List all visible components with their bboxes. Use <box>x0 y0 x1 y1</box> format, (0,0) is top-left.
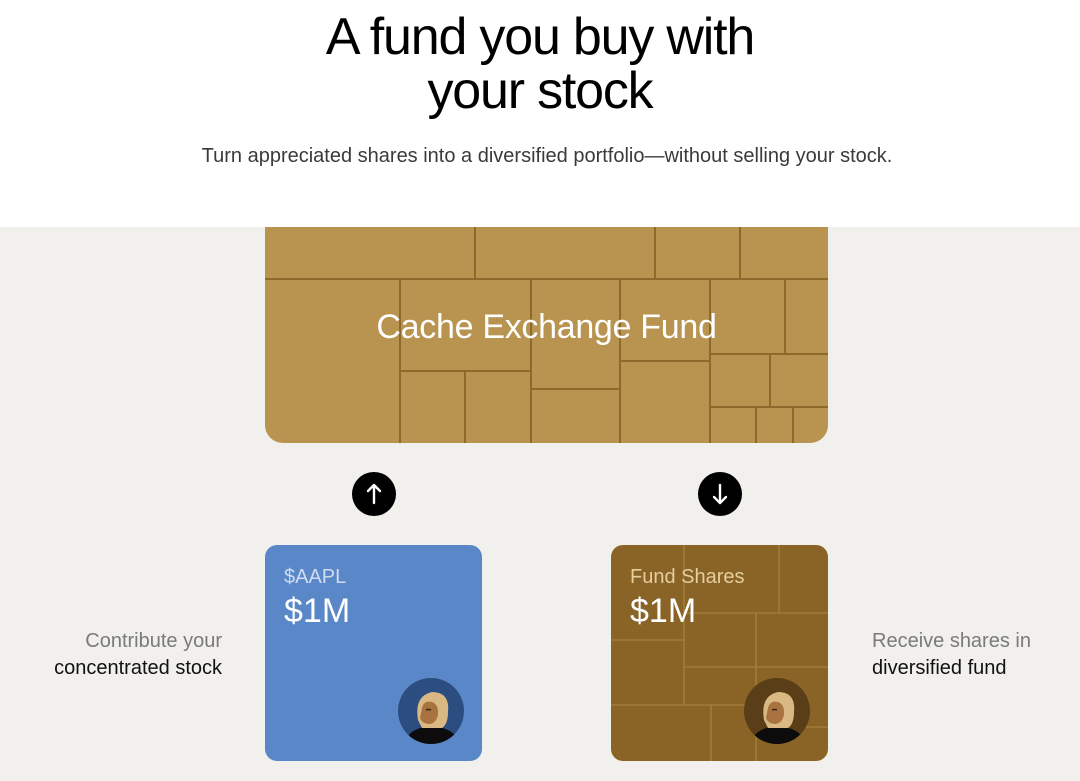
contribute-caption-line-1: Contribute your <box>85 630 222 652</box>
contribute-caption-line-2: concentrated stock <box>54 657 222 679</box>
avatar <box>744 678 810 744</box>
exchange-diagram-panel: Cache Exchange Fund Contribute your conc… <box>0 227 1080 781</box>
page-title: A fund you buy with your stock <box>0 10 1080 118</box>
avatar <box>398 678 464 744</box>
exchange-fund-block: Cache Exchange Fund <box>265 227 828 443</box>
arrow-up-icon <box>366 483 382 505</box>
hero-section: A fund you buy with your stock Turn appr… <box>0 0 1080 227</box>
fund-mosaic-pattern <box>265 227 828 443</box>
stock-value: $1M <box>284 592 351 630</box>
stock-ticker: $AAPL <box>284 566 347 588</box>
fund-shares-card[interactable]: Fund Shares $1M <box>611 545 828 761</box>
page-title-line-2: your stock <box>427 62 654 120</box>
fund-shares-mosaic-pattern <box>611 545 828 761</box>
receive-caption: Receive shares in diversified fund <box>872 628 1072 682</box>
contribute-arrow-button[interactable] <box>352 472 396 516</box>
arrow-down-icon <box>712 483 728 505</box>
receive-caption-line-1: Receive shares in <box>872 630 1031 652</box>
receive-caption-line-2: diversified fund <box>872 657 1007 679</box>
fund-shares-value: $1M <box>630 592 697 630</box>
fund-shares-label: Fund Shares <box>630 566 745 588</box>
page-subtitle: Turn appreciated shares into a diversifi… <box>201 145 893 167</box>
page-title-line-1: A fund you buy with <box>325 8 755 66</box>
fund-name: Cache Exchange Fund <box>376 308 717 346</box>
contribute-caption: Contribute your concentrated stock <box>0 628 222 682</box>
receive-arrow-button[interactable] <box>698 472 742 516</box>
stock-card[interactable]: $AAPL $1M <box>265 545 482 761</box>
